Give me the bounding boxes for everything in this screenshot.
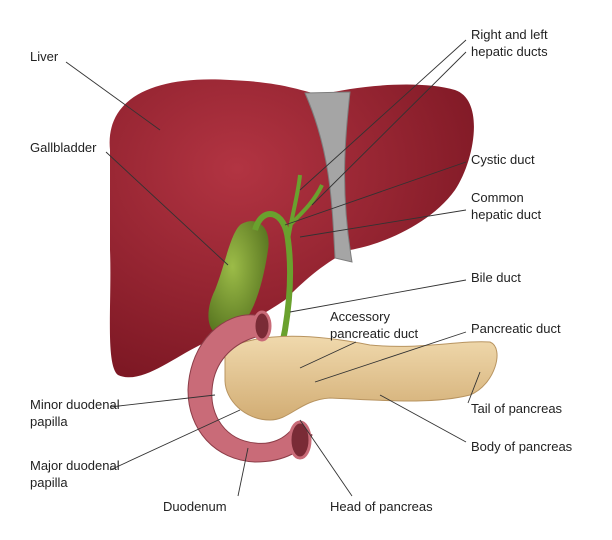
label-pancreatic-duct: Pancreatic duct	[471, 321, 561, 336]
label-line: Minor duodenal	[30, 397, 120, 412]
label-cystic-duct: Cystic duct	[471, 152, 535, 167]
label-accessory-duct: Accessory pancreatic duct	[330, 308, 418, 342]
label-line: Right and left	[471, 27, 548, 42]
label-line: Major duodenal	[30, 458, 120, 473]
falciform-ligament	[304, 91, 353, 263]
label-line: papilla	[30, 414, 68, 429]
hepatic-ducts	[286, 174, 324, 241]
label-line: hepatic ducts	[471, 44, 548, 59]
label-line: pancreatic duct	[330, 326, 419, 341]
label-line: Common	[471, 190, 524, 205]
label-line: hepatic duct	[471, 207, 542, 222]
label-head-pancreas: Head of pancreas	[330, 499, 433, 514]
duodenum-opening-top	[252, 310, 272, 342]
leader-lines	[65, 39, 481, 497]
duodenum-opening	[288, 420, 312, 460]
label-major-papilla: Major duodenal papilla	[30, 457, 120, 491]
label-gallbladder: Gallbladder	[30, 140, 97, 155]
label-tail-pancreas: Tail of pancreas	[471, 401, 563, 416]
label-line: Accessory	[330, 309, 390, 324]
label-duodenum: Duodenum	[163, 499, 227, 514]
label-hepatic-ducts: Right and left hepatic ducts	[471, 26, 548, 60]
label-liver: Liver	[30, 49, 59, 64]
duodenum-shape	[187, 314, 313, 463]
label-common-hepatic-duct: Common hepatic duct	[471, 189, 541, 223]
label-body-pancreas: Body of pancreas	[471, 439, 573, 454]
gallbladder-shape	[208, 221, 269, 336]
label-minor-papilla: Minor duodenal papilla	[30, 396, 120, 430]
pancreas-shape	[224, 335, 498, 421]
label-line: papilla	[30, 475, 68, 490]
label-bile-duct: Bile duct	[471, 270, 521, 285]
